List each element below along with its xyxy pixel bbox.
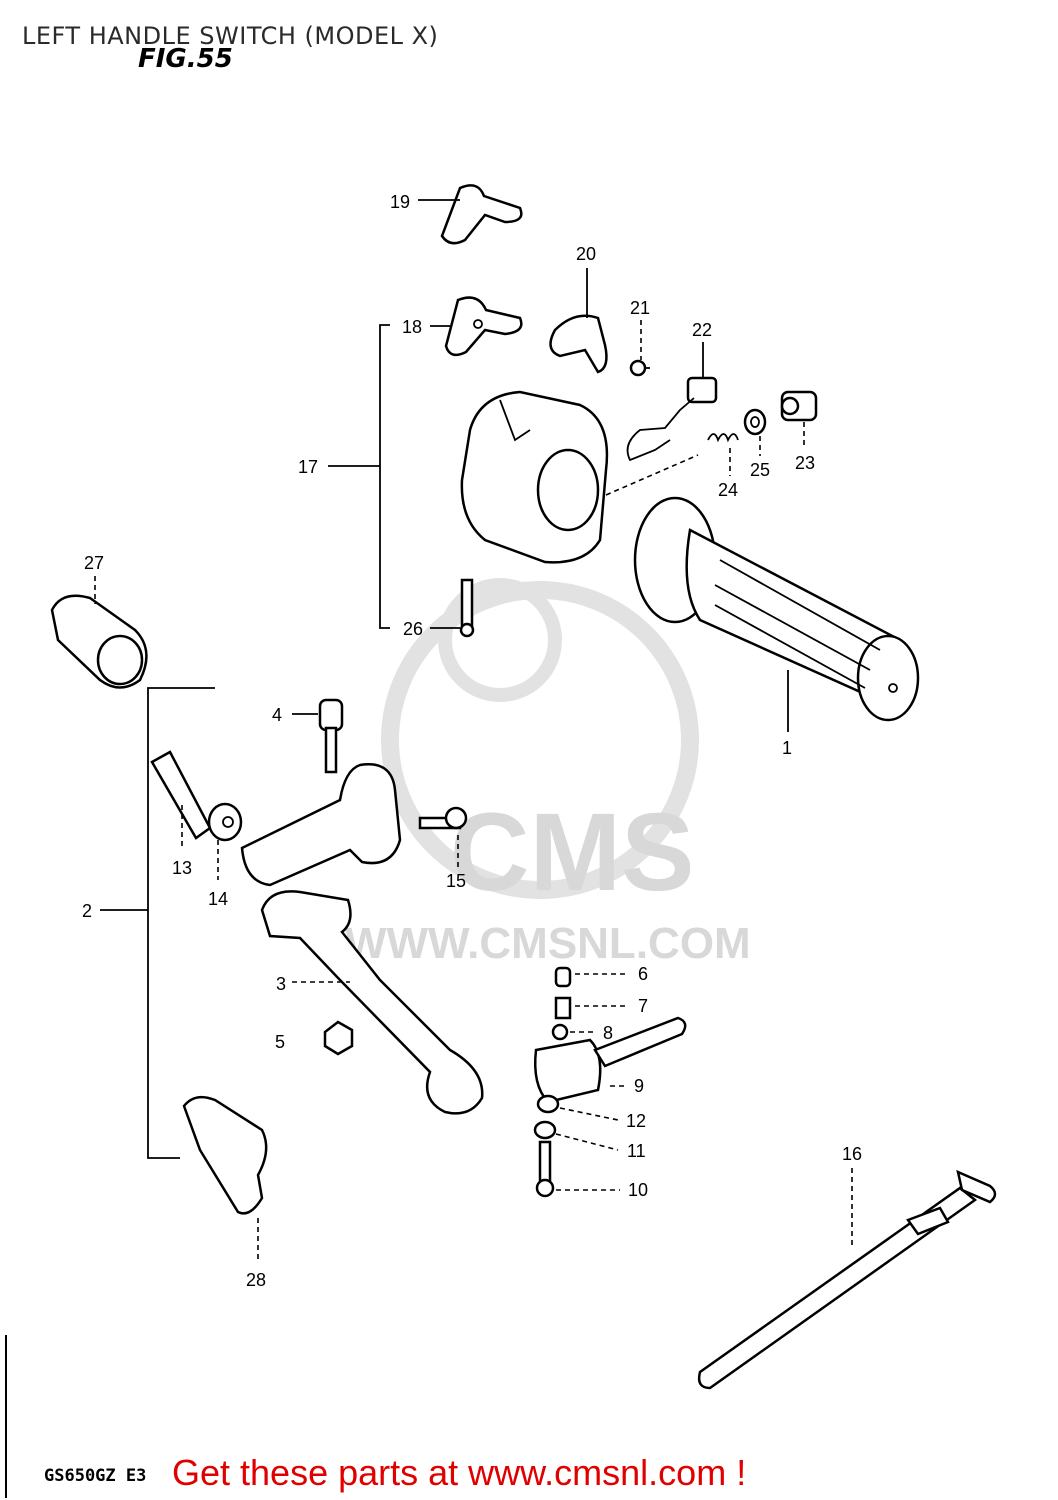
callout-labels: 1 2 3 4 5 6 7 8 9 10 11 12 13 14 15 16 1… [82,192,862,1290]
callout-16: 16 [842,1144,862,1164]
part-17-switch-housing [460,390,609,564]
page-title: LEFT HANDLE SWITCH (MODEL X) [22,22,439,50]
part-27 [50,594,148,689]
callout-20: 20 [576,244,596,264]
callout-5: 5 [275,1032,285,1052]
callout-3: 3 [276,974,286,994]
switch-parts-cluster [533,966,687,1198]
callout-23: 23 [795,453,815,473]
watermark-figure-head [438,578,562,702]
part-16-strap [697,1169,997,1390]
model-code: GS650GZ E3 [44,1466,147,1486]
part-15-screw [418,806,468,830]
part-25 [743,408,767,436]
part-20 [549,314,608,374]
callout-10: 10 [628,1180,648,1200]
part-3-lever [260,890,484,1115]
callout-21: 21 [630,298,650,318]
watermark-url: WWW.CMSNL.COM [345,919,751,968]
callout-12: 12 [626,1111,646,1131]
callout-14: 14 [208,889,228,909]
leader-lines [418,199,805,476]
callout-27: 27 [84,553,104,573]
callout-26: 26 [403,619,423,639]
part-14 [207,802,243,842]
callout-13: 13 [172,858,192,878]
part-4-bolt [318,698,344,774]
part-1-grip [633,496,920,722]
callout-9: 9 [634,1076,644,1096]
part-18 [444,296,523,357]
callout-7: 7 [638,996,648,1016]
callout-25: 25 [750,460,770,480]
part-24 [707,433,739,443]
callout-17: 17 [298,457,318,477]
cta-link[interactable]: Get these parts at www.cmsnl.com ! [172,1452,747,1493]
figure-number: FIG.55 [138,44,233,74]
part-28-cover [182,1095,268,1215]
part-13 [150,750,212,840]
callout-2: 2 [82,901,92,921]
callout-6: 6 [638,964,648,984]
callout-11: 11 [627,1141,646,1161]
cluster-leaders [555,973,628,1191]
callout-4: 4 [272,705,282,725]
callout-8: 8 [603,1023,613,1043]
part-5-nut [323,1020,354,1056]
part-19 [440,184,523,245]
part-26 [459,578,475,638]
watermark-logo: CMS [450,791,694,914]
part-23 [780,390,818,422]
callout-24: 24 [718,480,738,500]
callout-15: 15 [446,871,466,891]
part-21 [629,359,650,377]
watermark-figure [381,581,699,899]
callout-18: 18 [402,317,422,337]
callout-28: 28 [246,1270,266,1290]
callout-22: 22 [692,320,712,340]
callout-19: 19 [390,192,410,212]
watermark: CMS WWW.CMSNL.COM [345,578,751,968]
part-22 [626,376,718,462]
lever-bracket [240,763,402,887]
callout-1: 1 [782,738,792,758]
